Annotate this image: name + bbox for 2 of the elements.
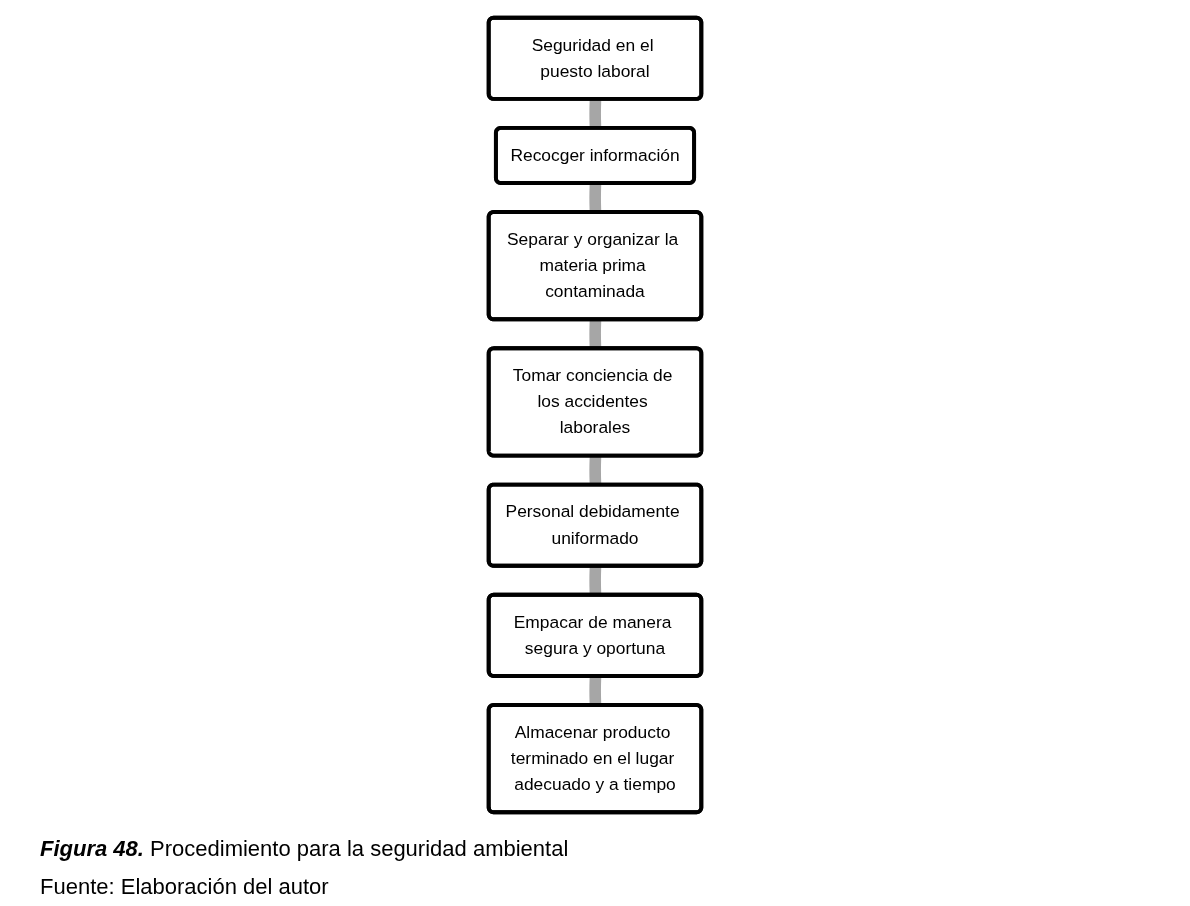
figure-caption: Figura 48. Procedimiento para la seguridad ambiental xyxy=(40,836,570,862)
source-note: Fuente: Elaboración del autor xyxy=(40,874,330,900)
